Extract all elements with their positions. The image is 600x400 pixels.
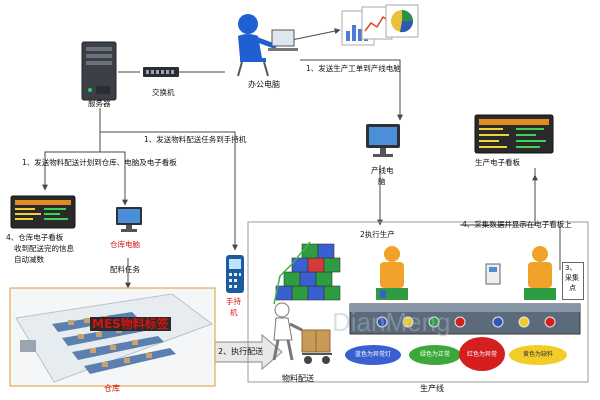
to-warehouse-board-arrow	[42, 151, 100, 191]
collect-to-board-line	[460, 168, 536, 226]
office-pc-label: 办公电脑	[248, 80, 280, 89]
conveyor-icon	[349, 303, 581, 335]
step-exec-label: 2执行生产	[360, 230, 395, 239]
line-pc-label-2: 脑	[378, 177, 386, 186]
warehouse-board-icon	[10, 195, 76, 229]
switch-icon	[143, 67, 179, 77]
office-worker-icon	[237, 14, 298, 77]
mes-label-tag: MES物料标签	[90, 317, 171, 331]
production-board-icon	[474, 114, 554, 154]
step-handheld-task-label: 1、发送物料配送任务到手持机	[144, 135, 247, 144]
collect-point-1: 3、	[565, 264, 577, 272]
tag-red-text: 红色为异常	[466, 351, 497, 358]
switch-label: 交换机	[152, 88, 175, 97]
collect-point-2: 采集	[565, 274, 579, 282]
chart-documents-icon	[341, 4, 419, 46]
collect-point-3: 点	[569, 284, 576, 292]
step-delivery-label: 2、执行配送	[218, 347, 264, 356]
wh-board-text-3: 自动减数	[14, 255, 44, 264]
step-send-plan-label: 1、发送物料配送计划到仓库、电脑及电子看板	[22, 158, 177, 167]
production-line-label: 生产线	[420, 384, 444, 393]
production-pc-icon	[366, 124, 400, 157]
boxes-stack-icon	[273, 241, 341, 305]
tag-blue-bubble	[345, 345, 401, 365]
warehouse-pc-icon	[116, 207, 142, 232]
office-to-line-pc-arrow	[300, 59, 403, 121]
collector-icon	[485, 263, 501, 285]
line-worker-icon	[524, 246, 556, 300]
production-frame	[247, 221, 589, 383]
warehouse-floor-icon	[15, 293, 214, 383]
wh-pc-label: 仓库电脑	[110, 240, 140, 249]
to-handheld-arrow	[100, 131, 238, 251]
tag-red-bubble	[459, 337, 505, 371]
handheld-device-icon	[226, 255, 244, 293]
step-send-order-label: 1、发送生产工单到产线电脑	[306, 64, 401, 73]
step-collect-label: 4、采集数据并显示在电子看板上	[462, 220, 572, 229]
to-warehouse-pc-arrow	[100, 151, 128, 206]
material-delivery-label: 物料配送	[282, 374, 314, 383]
collect-point-box	[562, 262, 584, 300]
server-label: 服务器	[88, 99, 111, 108]
worker-cart-icon	[272, 302, 332, 364]
wh-board-text-2: 收到配送完的信息	[14, 244, 74, 253]
tag-blue-text: 蓝色为异常灯	[354, 351, 391, 358]
server-icon	[81, 41, 117, 101]
watermark: DianMeng	[332, 307, 451, 337]
delivery-arrow-shape	[209, 333, 283, 371]
tag-green-bubble	[409, 345, 461, 365]
wh-board-text-1: 4、仓库电子看板	[6, 233, 64, 242]
prod-board-label: 生产电子看板	[475, 158, 520, 167]
dispatch-task-label: 配料任务	[110, 265, 140, 274]
line-pc-label-1: 产线电	[371, 166, 394, 175]
handheld-label-2: 机	[230, 308, 238, 317]
tag-yellow-bubble	[509, 345, 567, 365]
handheld-label-1: 手持	[226, 297, 241, 306]
warehouse-label: 仓库	[104, 384, 120, 393]
line-worker-icon	[376, 246, 408, 300]
tag-yellow-text: 黄色为缺料	[522, 351, 553, 358]
tag-green-text: 绿色为正常	[419, 351, 450, 358]
